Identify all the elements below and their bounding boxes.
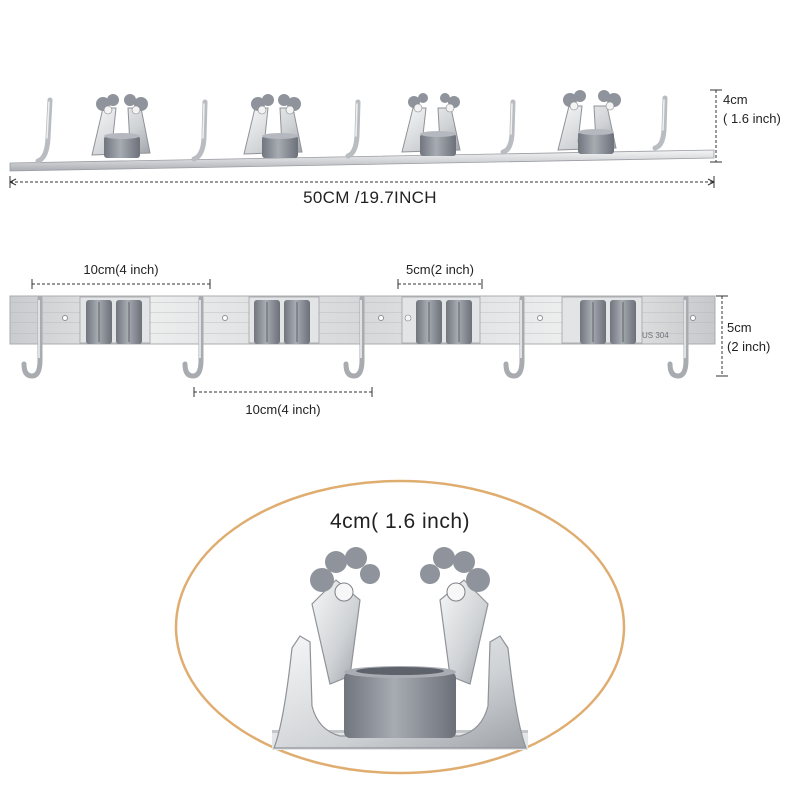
top-mop-holder-1 (91, 94, 151, 158)
total-length-label: 50CM /19.7INCH (303, 188, 437, 207)
front-height-dimension (716, 295, 728, 377)
front-hooks (21, 295, 689, 379)
top-height-label: 4cm ( 1.6 inch) (723, 90, 781, 128)
holder-width-dimension (397, 279, 483, 289)
detail-size-label: 4cm( 1.6 inch) (329, 510, 471, 533)
top-hooks (35, 95, 668, 164)
detail-mop-holder (272, 547, 528, 750)
holder-width-label: 5cm(2 inch) (406, 262, 474, 277)
hook-spacing-top-dimension (31, 279, 211, 289)
front-height-label: 5cm (2 inch) (727, 318, 770, 356)
top-height-label-inch: ( 1.6 inch) (723, 111, 781, 126)
front-height-label-cm: 5cm (727, 320, 752, 335)
front-mop-holder-1 (79, 296, 151, 344)
top-view-rack (9, 95, 715, 172)
top-height-dimension (710, 89, 722, 163)
top-height-label-cm: 4cm (723, 92, 748, 107)
front-mop-holder-3 (401, 296, 481, 344)
front-mop-holder-2 (248, 296, 320, 344)
front-mop-holder-4 (561, 296, 643, 344)
top-rail (9, 149, 715, 172)
hook-spacing-top-label: 10cm(4 inch) (83, 262, 159, 277)
hook-spacing-bottom-dimension (193, 387, 373, 397)
top-mop-holder-3 (401, 93, 461, 156)
top-mop-holder-2 (243, 94, 303, 158)
hook-spacing-bottom-label: 10cm(4 inch) (245, 402, 321, 417)
total-length-dimension (9, 176, 715, 188)
top-mop-holder-4 (557, 90, 621, 154)
front-height-label-inch: (2 inch) (727, 339, 771, 354)
